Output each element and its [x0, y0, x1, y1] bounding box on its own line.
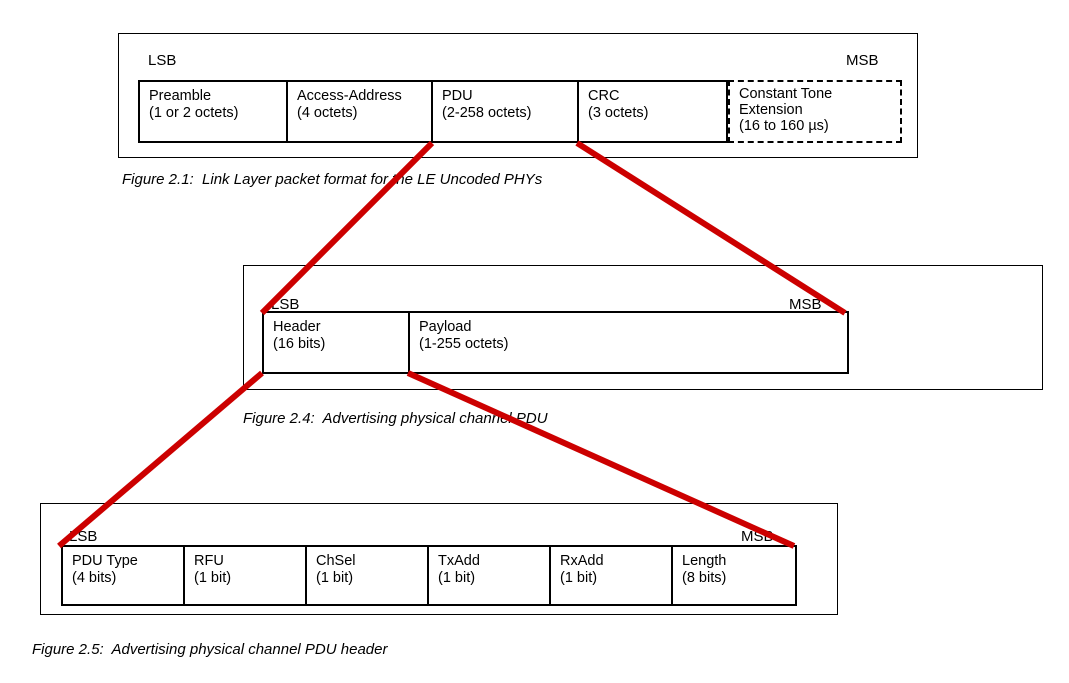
field-pdu: PDU(2-258 octets) [433, 82, 579, 141]
field-txadd: TxAdd(1 bit) [429, 547, 551, 604]
field-length: Length(8 bits) [673, 547, 795, 604]
field-pdu-size: (2-258 octets) [442, 105, 532, 121]
field-length-name: Length [682, 553, 727, 569]
field-header-size: (16 bits) [273, 336, 326, 352]
field-txadd-name: TxAdd [438, 553, 480, 569]
field-rxadd-size: (1 bit) [560, 570, 598, 586]
figure-2-4-field-row: Header(16 bits) Payload(1-255 octets) [262, 311, 849, 374]
field-pdu-name: PDU [442, 88, 473, 104]
field-constant-tone-extension: Constant Tone Extension(16 to 160 µs) [728, 80, 902, 143]
field-crc: CRC(3 octets) [579, 82, 728, 141]
field-pdu-type: PDU Type(4 bits) [63, 547, 185, 604]
figure-2-1-msb-label: MSB [846, 52, 879, 69]
field-pdu-type-size: (4 bits) [72, 570, 117, 586]
field-preamble: Preamble(1 or 2 octets) [140, 82, 288, 141]
figure-2-5-caption: Figure 2.5: Advertising physical channel… [32, 641, 388, 658]
figure-2-4-lsb-label: LSB [271, 296, 300, 313]
field-constant-tone-extension-size: (16 to 160 µs) [739, 118, 829, 134]
figure-2-4-caption: Figure 2.4: Advertising physical channel… [243, 410, 548, 427]
field-chsel-name: ChSel [316, 553, 356, 569]
field-pdu-type-name: PDU Type [72, 553, 138, 569]
field-length-size: (8 bits) [682, 570, 727, 586]
field-chsel: ChSel(1 bit) [307, 547, 429, 604]
field-rxadd-name: RxAdd [560, 553, 604, 569]
field-preamble-name: Preamble [149, 88, 212, 104]
field-rfu-name: RFU [194, 553, 224, 569]
field-payload-name: Payload [419, 319, 472, 335]
field-access-address-name: Access-Address [297, 88, 402, 104]
figure-2-1-field-row: Preamble(1 or 2 octets) Access-Address(4… [138, 80, 902, 143]
field-rfu: RFU(1 bit) [185, 547, 307, 604]
figure-2-1-caption: Figure 2.1: Link Layer packet format for… [122, 171, 543, 188]
figure-2-1-frame [118, 33, 918, 158]
figure-2-1-lsb-label: LSB [148, 52, 177, 69]
field-crc-size: (3 octets) [588, 105, 649, 121]
field-rxadd: RxAdd(1 bit) [551, 547, 673, 604]
field-header-name: Header [273, 319, 321, 335]
field-header: Header(16 bits) [264, 313, 410, 372]
field-access-address-size: (4 octets) [297, 105, 358, 121]
field-payload-size: (1-255 octets) [419, 336, 509, 352]
field-txadd-size: (1 bit) [438, 570, 476, 586]
field-access-address: Access-Address(4 octets) [288, 82, 433, 141]
field-payload: Payload(1-255 octets) [410, 313, 847, 372]
field-preamble-size: (1 or 2 octets) [149, 105, 239, 121]
field-rfu-size: (1 bit) [194, 570, 232, 586]
figure-2-5-msb-label: MSB [741, 528, 774, 545]
field-crc-name: CRC [588, 88, 620, 104]
field-constant-tone-extension-name: Constant Tone Extension [739, 86, 833, 118]
field-chsel-size: (1 bit) [316, 570, 354, 586]
figure-2-5-lsb-label: LSB [69, 528, 98, 545]
figure-2-4-msb-label: MSB [789, 296, 822, 313]
figure-2-5-field-row: PDU Type(4 bits) RFU(1 bit) ChSel(1 bit)… [61, 545, 797, 606]
